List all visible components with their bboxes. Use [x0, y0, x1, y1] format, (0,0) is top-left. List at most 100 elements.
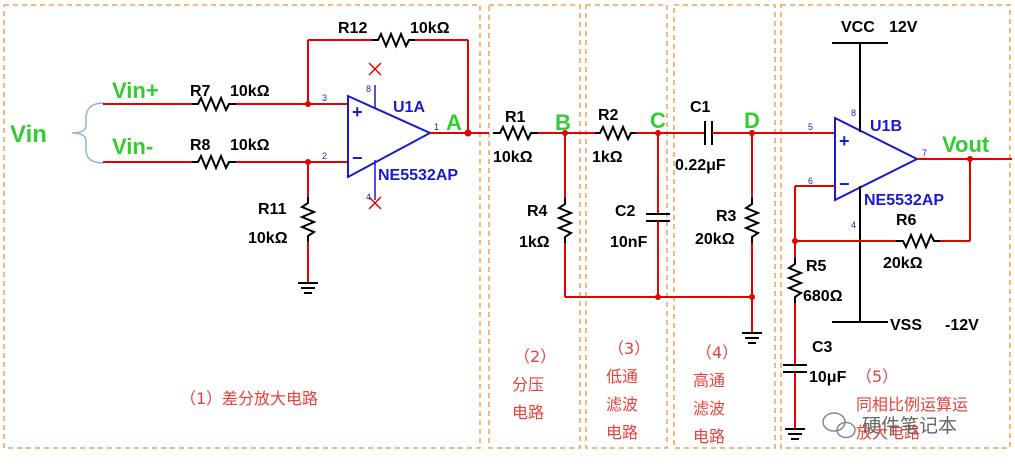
r11-value: 10kΩ	[248, 230, 288, 247]
section-4-line3: 电路	[693, 427, 725, 446]
section-1-title: 差分放大电路	[222, 389, 318, 408]
vss-value: -12V	[945, 317, 979, 334]
section-box-noninverting-amp	[780, 4, 1011, 449]
section-4-line2: 滤波	[693, 399, 725, 418]
opamp-u1a	[347, 94, 433, 179]
r1-ref: R1	[505, 109, 526, 126]
u1b-pin4: 4	[851, 220, 856, 230]
r4-ref: R4	[527, 203, 548, 220]
vout-label: Vout	[942, 132, 990, 157]
junction-dots	[305, 101, 973, 300]
section-box-lowpass	[585, 4, 668, 449]
c1-value: 0.22μF	[675, 157, 726, 174]
c2-ref: C2	[615, 203, 636, 220]
section-5-num: （5）	[856, 367, 898, 386]
capacitor-c1	[704, 121, 713, 145]
resistor-r12	[372, 31, 415, 49]
plus-sign: +	[352, 102, 363, 122]
r5-value: 680Ω	[803, 288, 843, 305]
vin-minus-label: Vin-	[112, 134, 153, 159]
section-3-line1: 低通	[606, 367, 638, 386]
junction-dot	[792, 238, 798, 244]
r8-value: 10kΩ	[230, 137, 270, 154]
ground-icon	[785, 428, 805, 440]
r7-ref: R7	[190, 83, 211, 100]
junction-dot	[655, 294, 661, 300]
junction-dot	[305, 101, 311, 107]
u1a-pin2: 2	[322, 151, 327, 161]
section-2-line2: 电路	[512, 403, 544, 422]
r8-ref: R8	[190, 137, 211, 154]
u1a-pin3: 3	[322, 93, 327, 103]
section-box-highpass	[673, 4, 776, 449]
section-4-line1: 高通	[693, 371, 725, 390]
resistor-r3	[743, 198, 761, 243]
r7-value: 10kΩ	[230, 83, 270, 100]
capacitor-c3	[783, 364, 807, 373]
u1a-pin8: 8	[366, 84, 371, 94]
section-3-line2: 滤波	[606, 395, 638, 414]
resistor-r5	[786, 258, 804, 303]
u1b-ref: U1B	[870, 118, 902, 135]
junction-dot	[562, 130, 568, 136]
u1b-part: NE5532AP	[864, 192, 944, 209]
r4-value: 1kΩ	[519, 234, 550, 251]
r12-ref: R12	[338, 20, 367, 37]
u1b-pin6: 6	[808, 176, 813, 186]
section-box-voltage-divider	[488, 4, 581, 449]
resistor-r2	[595, 124, 636, 142]
resistor-r11	[299, 197, 317, 242]
ground-icon	[742, 332, 762, 344]
ground-icon	[298, 282, 318, 294]
u1b-pin5: 5	[808, 122, 813, 132]
watermark-text: 硬件笔记本	[862, 415, 957, 437]
c3-value: 10μF	[809, 369, 847, 386]
r3-ref: R3	[716, 208, 737, 225]
u1a-ref: U1A	[393, 99, 425, 116]
r2-value: 1kΩ	[592, 149, 623, 166]
junction-dot	[464, 129, 472, 137]
no-connect-icon	[368, 196, 382, 210]
u1b-pin8: 8	[851, 108, 856, 118]
node-d-label: D	[744, 108, 760, 133]
vss-label: VSS	[890, 317, 922, 334]
node-c-label: C	[650, 108, 666, 133]
c3-ref: C3	[812, 339, 833, 356]
u1b-pin7: 7	[922, 148, 927, 158]
junction-dot	[655, 130, 661, 136]
node-a-label: A	[446, 110, 462, 135]
resistor-r7	[192, 95, 236, 113]
r1-value: 10kΩ	[493, 149, 533, 166]
node-b-label: B	[555, 110, 571, 135]
c1-ref: C1	[690, 99, 711, 116]
vcc-label: VCC	[841, 19, 875, 36]
u1a-pin4: 4	[366, 192, 371, 202]
c2-value: 10nF	[610, 234, 648, 251]
vin-label: Vin	[10, 121, 47, 148]
section-1-num: （1）	[180, 389, 222, 408]
input-brace	[71, 102, 105, 164]
r2-ref: R2	[598, 107, 619, 124]
wechat-icon	[822, 412, 856, 439]
resistor-r8	[192, 153, 236, 171]
no-connect-icon	[368, 62, 382, 76]
junction-dot	[749, 294, 755, 300]
r6-value: 20kΩ	[883, 255, 923, 272]
junction-dot	[967, 156, 973, 162]
section-4-num: （4）	[696, 343, 738, 362]
section-2-num: （2）	[514, 347, 556, 366]
r6-ref: R6	[896, 212, 917, 229]
section-5-line1: 同相比例运算运	[856, 395, 968, 414]
r11-ref: R11	[258, 201, 287, 218]
opamp-u1b	[834, 116, 920, 202]
minus-sign: −	[352, 148, 363, 168]
r3-value: 20kΩ	[695, 231, 735, 248]
r12-value: 10kΩ	[410, 20, 450, 37]
resistor-r6	[896, 232, 940, 250]
vin-plus-label: Vin+	[112, 78, 159, 103]
u1a-part: NE5532AP	[378, 167, 458, 184]
minus-sign: −	[839, 174, 850, 194]
resistor-r4	[556, 198, 574, 243]
r5-ref: R5	[806, 258, 827, 275]
